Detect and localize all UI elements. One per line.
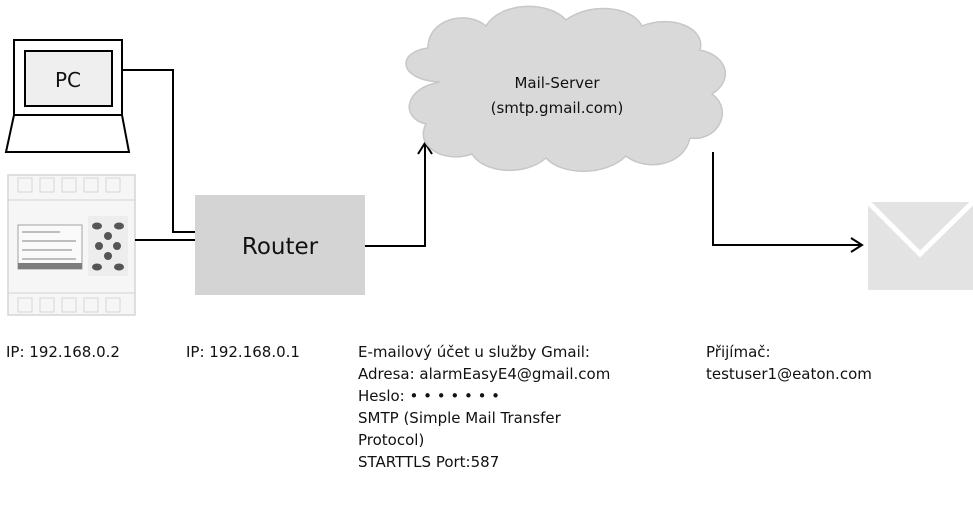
mail-server-cloud: Mail-Server (smtp.gmail.com)	[405, 5, 727, 172]
router-label: Router	[242, 234, 319, 260]
device-ip-label: IP: 192.168.0.2	[6, 343, 120, 361]
email-account-info: E-mailový účet u služby Gmail: Adresa: a…	[358, 341, 610, 473]
account-protocol-cont: Protocol)	[358, 431, 425, 449]
server-to-recipient-arrow	[712, 152, 862, 246]
recipient-address: testuser1@eaton.com	[706, 365, 872, 383]
pc-label: PC	[55, 68, 81, 92]
router-box: Router	[195, 195, 365, 295]
envelope-icon	[866, 200, 973, 290]
account-protocol: SMTP (Simple Mail Transfer	[358, 409, 561, 427]
recipient-info: Přijímač: testuser1@eaton.com	[706, 341, 872, 385]
mail-server-host: (smtp.gmail.com)	[491, 99, 624, 117]
pc-router-line	[122, 69, 195, 233]
plc-controller-icon	[7, 174, 136, 316]
router-ip-label: IP: 192.168.0.1	[186, 343, 300, 361]
server-to-recipient-arrowhead	[850, 237, 864, 253]
mail-server-name: Mail-Server	[514, 74, 600, 92]
account-address: Adresa: alarmEasyE4@gmail.com	[358, 365, 611, 383]
account-port: STARTTLS Port:587	[358, 453, 500, 471]
account-password: Heslo: • • • • • • •	[358, 387, 501, 405]
recipient-title: Přijímač:	[706, 343, 771, 361]
pc-computer-icon: PC	[4, 39, 131, 153]
router-to-server-arrow	[365, 143, 426, 247]
account-title: E-mailový účet u služby Gmail:	[358, 343, 590, 361]
